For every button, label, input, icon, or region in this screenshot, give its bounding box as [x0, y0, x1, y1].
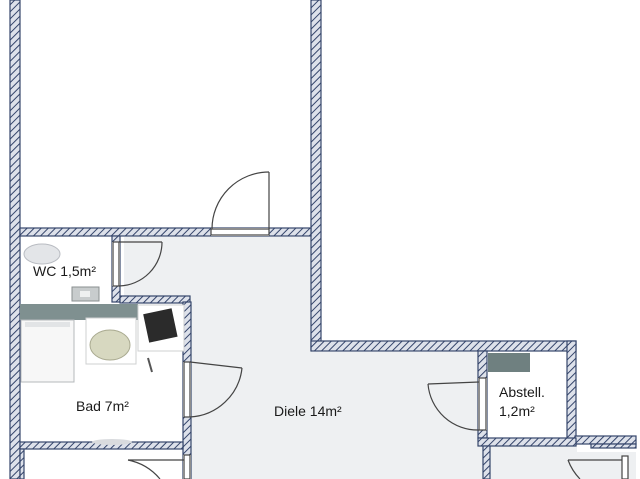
- wall-right-step: [310, 340, 577, 352]
- abstell-shelf: [488, 353, 530, 372]
- bath-counter: [20, 304, 138, 320]
- wc-small-basin: [71, 286, 100, 302]
- lower-fixture: [92, 439, 132, 445]
- wall-bad-top: [119, 295, 191, 304]
- wall-upper-divider: [310, 0, 322, 351]
- bathtub-icon: [20, 319, 75, 383]
- wall-upper-horizontal: [19, 227, 312, 237]
- washing-machine-icon: [137, 304, 185, 373]
- room-label-abstell-name: Abstell.: [499, 384, 545, 400]
- wall-right-lower-bump: [590, 443, 637, 449]
- room-label-abstell-area: 1,2m²: [499, 403, 535, 419]
- room-label-diele: Diele 14m²: [274, 403, 342, 419]
- hall-floor: [124, 237, 636, 479]
- wall-bottom-stub: [19, 448, 25, 479]
- wall-right-lower: [574, 435, 637, 445]
- door-swing-icon: [127, 454, 191, 479]
- wall-abstell-right: [566, 340, 577, 445]
- wall-left-outer: [9, 0, 21, 479]
- room-label-wc: WC 1,5m²: [33, 263, 96, 279]
- washbasin-icon: [85, 317, 137, 365]
- door-swing-icon: [112, 241, 163, 287]
- door-swing-icon: [183, 361, 243, 418]
- wall-lower-right-stub: [482, 445, 491, 479]
- door-swing-icon: [210, 171, 270, 236]
- wall-abstell-bottom: [477, 437, 577, 447]
- room-label-bad: Bad 7m²: [76, 398, 129, 414]
- door-swing-icon: [427, 377, 487, 431]
- toilet-icon: [23, 243, 61, 265]
